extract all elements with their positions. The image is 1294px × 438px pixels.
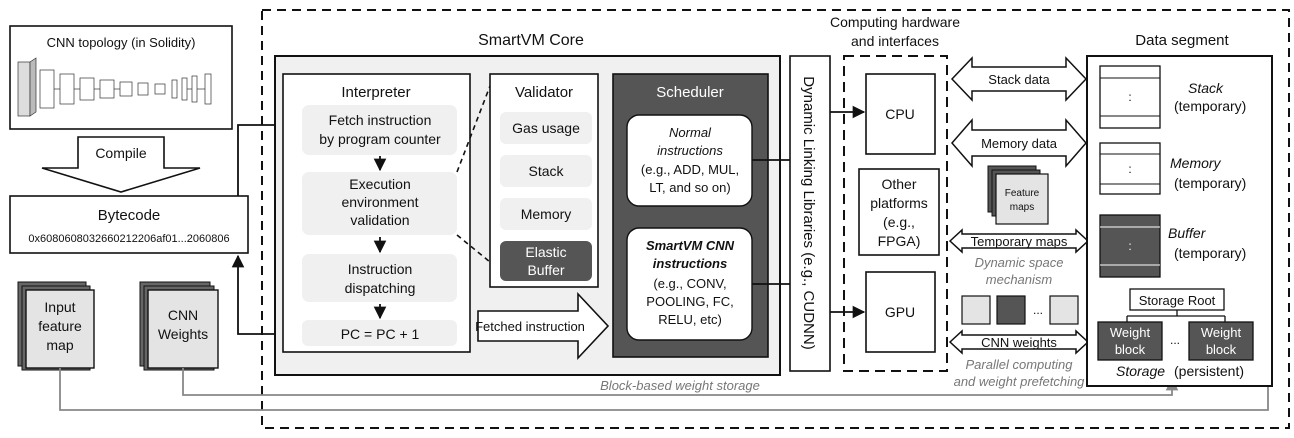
gpu-label: GPU [885, 304, 915, 320]
bytecode-box: Bytecode 0x6080608032660212206af01...206… [9, 195, 249, 254]
pc-increment: PC = PC + 1 [341, 326, 420, 342]
temporary-maps-label: Temporary maps [971, 234, 1068, 249]
smartvm-core-title: SmartVM Core [478, 32, 584, 49]
stack-data-label: Stack data [988, 72, 1050, 87]
validator: Validator Gas usage Stack Memory Elastic… [489, 73, 599, 288]
validator-memory: Memory [521, 206, 572, 222]
normal-examples-line2: LT, and so on) [649, 180, 730, 195]
fetch-line2: by program counter [319, 131, 441, 147]
validator-stack: Stack [528, 163, 564, 179]
execution-line3: validation [350, 212, 409, 228]
data-segment-title: Data segment [1135, 32, 1229, 49]
parallel-blocks: ... [961, 295, 1079, 325]
hardware-title-line2: and interfaces [851, 33, 939, 49]
memory-name: Memory [1170, 155, 1222, 171]
cnn-topology-title: CNN topology (in Solidity) [47, 35, 196, 50]
interpreter-title: Interpreter [341, 84, 410, 101]
cnn-weights-arrow: CNN weights [948, 329, 1090, 355]
storage-root-label: Storage Root [1139, 293, 1216, 308]
hardware-title-line1: Computing hardware [830, 14, 960, 30]
execution-line2: environment [341, 194, 418, 210]
memory-data-arrow: Memory data [951, 117, 1087, 169]
buffer-slots: : [1099, 214, 1161, 278]
feature-maps-line2: maps [1010, 202, 1034, 213]
weight-block-2-line2: block [1206, 342, 1237, 357]
buffer-note: (temporary) [1174, 245, 1246, 261]
memory-slots: : [1099, 142, 1161, 195]
cnn-topology-box: CNN topology (in Solidity) [9, 25, 233, 130]
buffer-slot-dots: : [1128, 239, 1131, 253]
cnn-weights-line2: Weights [158, 326, 208, 342]
input-feature-map-line1: Input [44, 299, 75, 315]
stack-data-arrow: Stack data [950, 56, 1088, 102]
cnn-weights-line1: CNN [168, 307, 198, 323]
buffer-name: Buffer [1168, 225, 1207, 241]
parallel-line1: Parallel computing [966, 357, 1074, 372]
input-feature-map-stack: Input feature map [17, 281, 95, 371]
compile-arrow: Compile [41, 136, 201, 193]
other-platforms-line4: FPGA) [878, 233, 921, 249]
bytecode-value: 0x6080608032660212206af01...2060806 [28, 233, 229, 245]
memory-data-label: Memory data [981, 136, 1058, 151]
other-platforms-line2: platforms [870, 195, 928, 211]
weight-block-2-line1: Weight [1201, 325, 1242, 340]
weight-block-dots: ... [1170, 333, 1180, 347]
feature-maps-stack: Feature maps [987, 165, 1049, 225]
normal-examples-line1: (e.g., ADD, MUL, [641, 162, 739, 177]
stack-slots: : [1099, 65, 1161, 129]
block-based-weight-storage-note: Block-based weight storage [600, 378, 760, 393]
stack-name: Stack [1188, 80, 1224, 96]
storage-note: (persistent) [1174, 363, 1244, 379]
weight-block-1-line1: Weight [1110, 325, 1151, 340]
validator-title: Validator [515, 84, 573, 101]
scheduler-title: Scheduler [656, 84, 724, 101]
bytecode-title: Bytecode [98, 207, 161, 224]
normal-title-line2: instructions [657, 143, 723, 158]
dynamic-linking-libraries: Dynamic Linking Libraries (e.g., CUDNN) [789, 55, 831, 372]
other-platforms-line3: (e.g., [883, 214, 915, 230]
fetch-line1: Fetch instruction [329, 112, 432, 128]
elastic-buffer-line2: Buffer [527, 262, 564, 278]
compile-label: Compile [95, 145, 147, 161]
cnn-topology-thumbnail [17, 57, 212, 117]
cnn-examples-line1: (e.g., CONV, [653, 276, 726, 291]
stack-note: (temporary) [1174, 98, 1246, 114]
other-platforms-line1: Other [881, 176, 916, 192]
validator-gas-usage: Gas usage [512, 120, 580, 136]
interpreter: Interpreter Fetch instruction by program… [282, 73, 471, 353]
fetched-instruction-label: Fetched instruction [475, 319, 585, 334]
dynamic-space-line2: mechanism [986, 272, 1053, 287]
cnn-instr-title-line1: SmartVM CNN [646, 238, 735, 253]
dispatch-line2: dispatching [345, 280, 416, 296]
parallel-blocks-dots: ... [1033, 303, 1043, 317]
cnn-instr-title-line2: instructions [653, 256, 727, 271]
input-feature-map-line3: map [46, 337, 73, 353]
feature-maps-line1: Feature [1005, 188, 1040, 199]
cnn-weights-stack: CNN Weights [139, 281, 219, 371]
data-segment: Data segment : Stack (temporary) : Memor… [1086, 32, 1273, 387]
memory-note: (temporary) [1174, 175, 1246, 191]
cpu-label: CPU [885, 106, 915, 122]
scheduler: Scheduler Normal instructions (e.g., ADD… [612, 73, 769, 358]
memory-slot-dots: : [1128, 162, 1131, 176]
dispatch-line1: Instruction [348, 261, 413, 277]
input-feature-map-line2: feature [38, 318, 82, 334]
dynamic-space-line1: Dynamic space [975, 255, 1064, 270]
cnn-weights-transfer-label: CNN weights [981, 335, 1057, 350]
stack-slot-dots: : [1128, 90, 1131, 104]
normal-title-line1: Normal [669, 125, 712, 140]
fetched-instruction-arrow: Fetched instruction [475, 291, 610, 361]
execution-line1: Execution [349, 176, 410, 192]
cnn-examples-line3: RELU, etc) [658, 312, 722, 327]
temporary-maps-arrow: Temporary maps [948, 228, 1090, 254]
elastic-buffer-line1: Elastic [525, 244, 566, 260]
weight-block-1-line2: block [1115, 342, 1146, 357]
computing-hardware: Computing hardware and interfaces CPU Ot… [830, 14, 960, 372]
parallel-line2: and weight prefetching [954, 374, 1086, 389]
cnn-examples-line2: POOLING, FC, [646, 294, 733, 309]
smartvm-dashed-container [261, 9, 1290, 429]
dll-label: Dynamic Linking Libraries (e.g., CUDNN) [800, 76, 817, 349]
storage-name: Storage [1116, 363, 1165, 379]
